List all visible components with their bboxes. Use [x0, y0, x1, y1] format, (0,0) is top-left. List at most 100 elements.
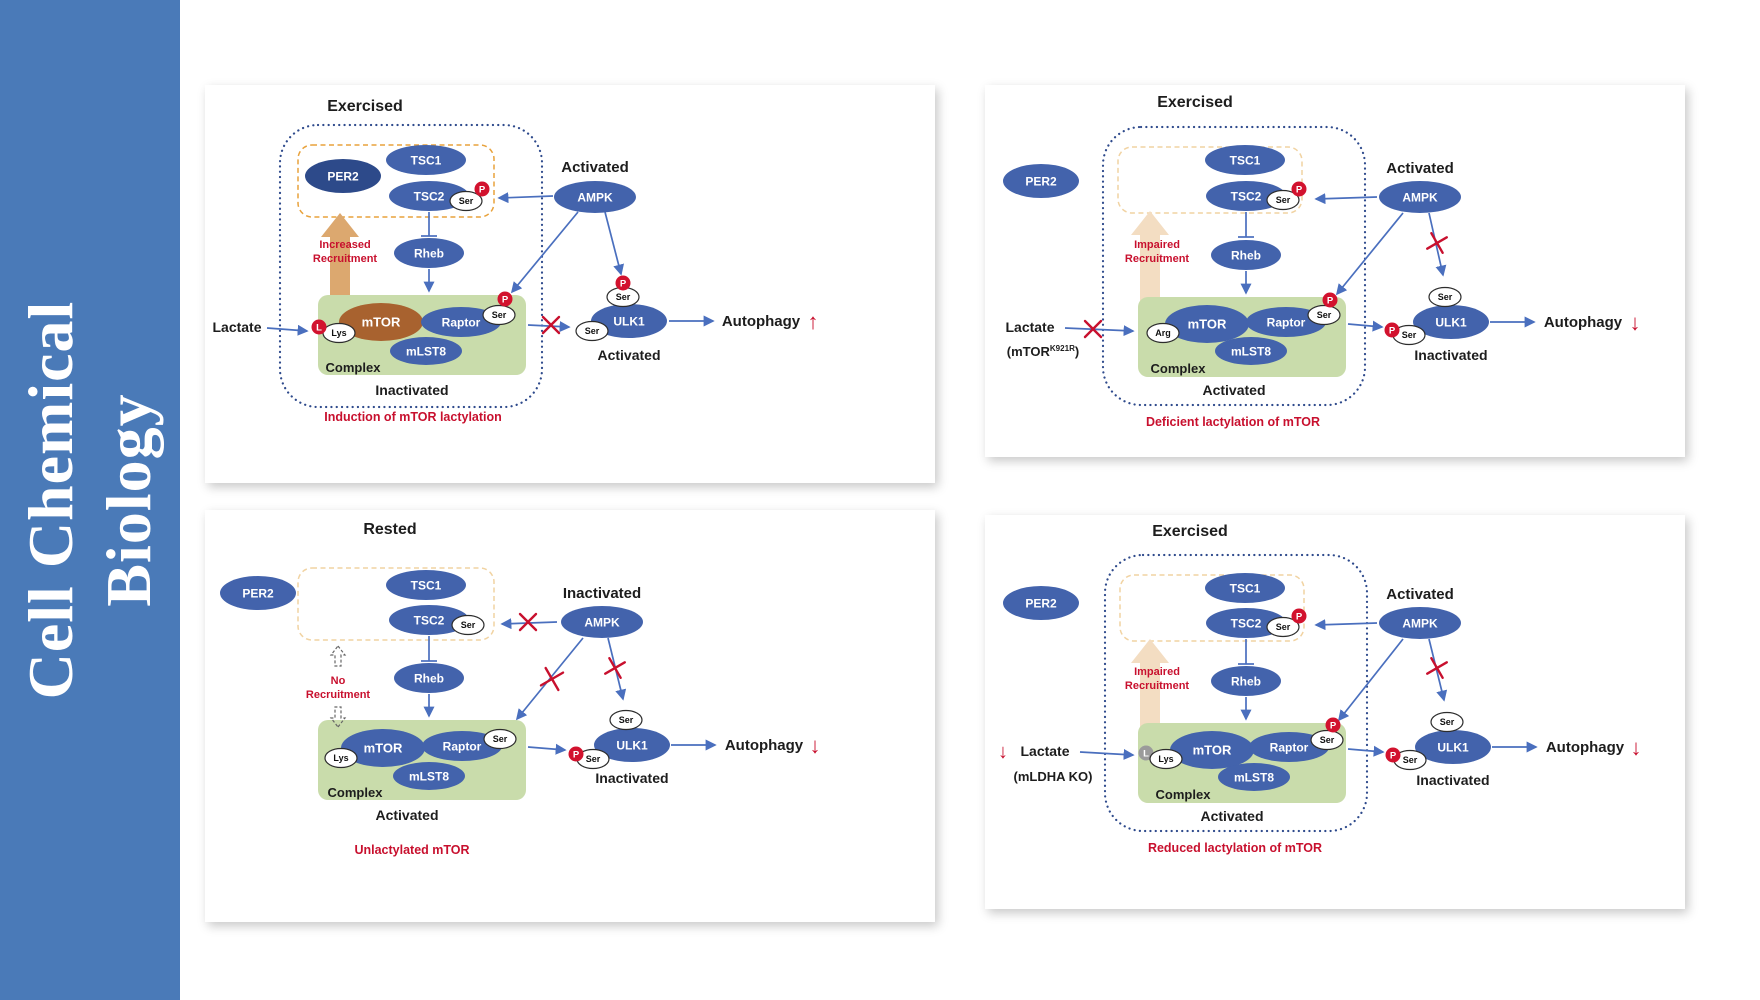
- node-mtor: mTOR: [339, 303, 423, 341]
- node-label: mLST8: [1231, 344, 1271, 358]
- phosphate-badge: P: [1322, 292, 1338, 308]
- badge-label: P: [1330, 720, 1337, 731]
- node-shape: [1205, 145, 1285, 175]
- residue-label: Ser: [586, 754, 601, 764]
- residue-lys: Lys: [1149, 748, 1183, 770]
- label-impaired: Impaired: [1134, 239, 1180, 251]
- residue-shape: [482, 304, 516, 326]
- node-per2: PER2: [1003, 164, 1079, 198]
- per2-recruitment-dashed-outline: [1119, 574, 1305, 642]
- node-label: mTOR: [364, 741, 403, 756]
- node-label: Raptor: [1267, 315, 1306, 329]
- label-activated: Activated: [1386, 160, 1454, 177]
- node-label: TSC1: [1230, 581, 1261, 595]
- panel-caption: Deficient lactylation of mTOR: [1146, 415, 1320, 429]
- label-complex: Complex: [1151, 361, 1207, 376]
- node-per2: PER2: [305, 159, 381, 193]
- residue-shape: [483, 728, 517, 750]
- label-activated: Activated: [375, 807, 438, 823]
- node-shape: [1205, 573, 1285, 603]
- residue-ser: Ser: [1428, 286, 1462, 308]
- node-shape: [591, 304, 667, 338]
- residue-shape: [1146, 322, 1180, 344]
- residue-ser: Ser: [1266, 189, 1300, 211]
- label-complex: Complex: [328, 785, 384, 800]
- residue-label: Ser: [616, 292, 631, 302]
- residue-ser: Ser: [1307, 304, 1341, 326]
- residue-arg: Arg: [1146, 322, 1180, 344]
- residue-lys: Lys: [324, 747, 358, 769]
- node-mtor: mTOR: [1170, 731, 1254, 769]
- exercised-dotted-outline: [278, 123, 544, 409]
- node-label: TSC2: [414, 613, 445, 627]
- label-autophagy: Autophagy: [1544, 314, 1623, 331]
- node-shape: [386, 570, 466, 600]
- node-shape: [1415, 730, 1491, 764]
- node-rheb: Rheb: [394, 663, 464, 693]
- lactyl-badge: L: [1138, 745, 1154, 761]
- badge-label: P: [1327, 295, 1334, 306]
- blocked-cross-icon: [539, 666, 565, 692]
- node-tsc1: TSC1: [386, 570, 466, 600]
- node-shape: [1003, 164, 1079, 198]
- node-shape: [554, 181, 636, 213]
- node-shape: [1206, 181, 1286, 211]
- signal-arrow: [1314, 619, 1378, 631]
- node-rheb: Rheb: [1211, 666, 1281, 696]
- autophagy-down-arrow-icon: ↓: [810, 733, 821, 758]
- label-inactivated: Inactivated: [595, 770, 668, 786]
- residue-ser: Ser: [575, 320, 609, 342]
- blocked-cross-icon: [1083, 319, 1103, 339]
- node-ampk: AMPK: [1379, 181, 1461, 213]
- node-raptor: Raptor: [422, 731, 502, 761]
- label-no: No: [331, 675, 346, 687]
- signal-arrow: [527, 743, 567, 755]
- node-label: Rheb: [414, 671, 444, 685]
- residue-ser: Ser: [1266, 616, 1300, 638]
- badge-label: L: [1143, 748, 1149, 759]
- panel-title: Exercised: [1152, 523, 1228, 540]
- residue-label: Ser: [1438, 292, 1453, 302]
- node-ulk1: ULK1: [591, 304, 667, 338]
- recruitment-arrow: [1131, 639, 1169, 729]
- node-shape: [1211, 240, 1281, 270]
- badge-label: P: [1296, 611, 1303, 622]
- per2-recruitment-dashed-outline: [1117, 146, 1303, 214]
- node-shape: [1246, 307, 1326, 337]
- node-raptor: Raptor: [1246, 307, 1326, 337]
- badge-shape: [1325, 717, 1341, 733]
- phosphate-badge: P: [568, 746, 584, 762]
- label-mldha-ko: (mLDHA KO): [1014, 769, 1093, 784]
- badge-shape: [1138, 745, 1154, 761]
- node-ulk1: ULK1: [1415, 730, 1491, 764]
- label-activated: Activated: [597, 347, 660, 363]
- badge-shape: [1291, 608, 1307, 624]
- residue-shape: [1266, 616, 1300, 638]
- autophagy-up-arrow-icon: ↑: [808, 309, 819, 334]
- node-shape: [1215, 337, 1287, 365]
- residue-label: Ser: [459, 196, 474, 206]
- badge-shape: [497, 291, 513, 307]
- node-shape: [561, 606, 643, 638]
- residue-shape: [449, 190, 483, 212]
- residue-label: Ser: [461, 620, 476, 630]
- label-recruitment: Recruitment: [313, 253, 378, 265]
- panel-caption: Reduced lactylation of mTOR: [1148, 841, 1322, 855]
- signal-arrow: [1064, 325, 1135, 337]
- label-inactivated: Inactivated: [375, 382, 448, 398]
- node-shape: [594, 728, 670, 762]
- node-shape: [421, 307, 501, 337]
- badge-label: P: [573, 749, 580, 760]
- node-mlst8: mLST8: [390, 337, 462, 365]
- label-inactivated: Inactivated: [563, 585, 641, 602]
- phosphate-badge: P: [1291, 608, 1307, 624]
- badge-label: P: [620, 278, 627, 289]
- residue-shape: [1266, 189, 1300, 211]
- residue-shape: [324, 747, 358, 769]
- node-tsc2: TSC2: [389, 605, 469, 635]
- node-label: TSC2: [1231, 616, 1262, 630]
- signal-arrow: [497, 192, 554, 204]
